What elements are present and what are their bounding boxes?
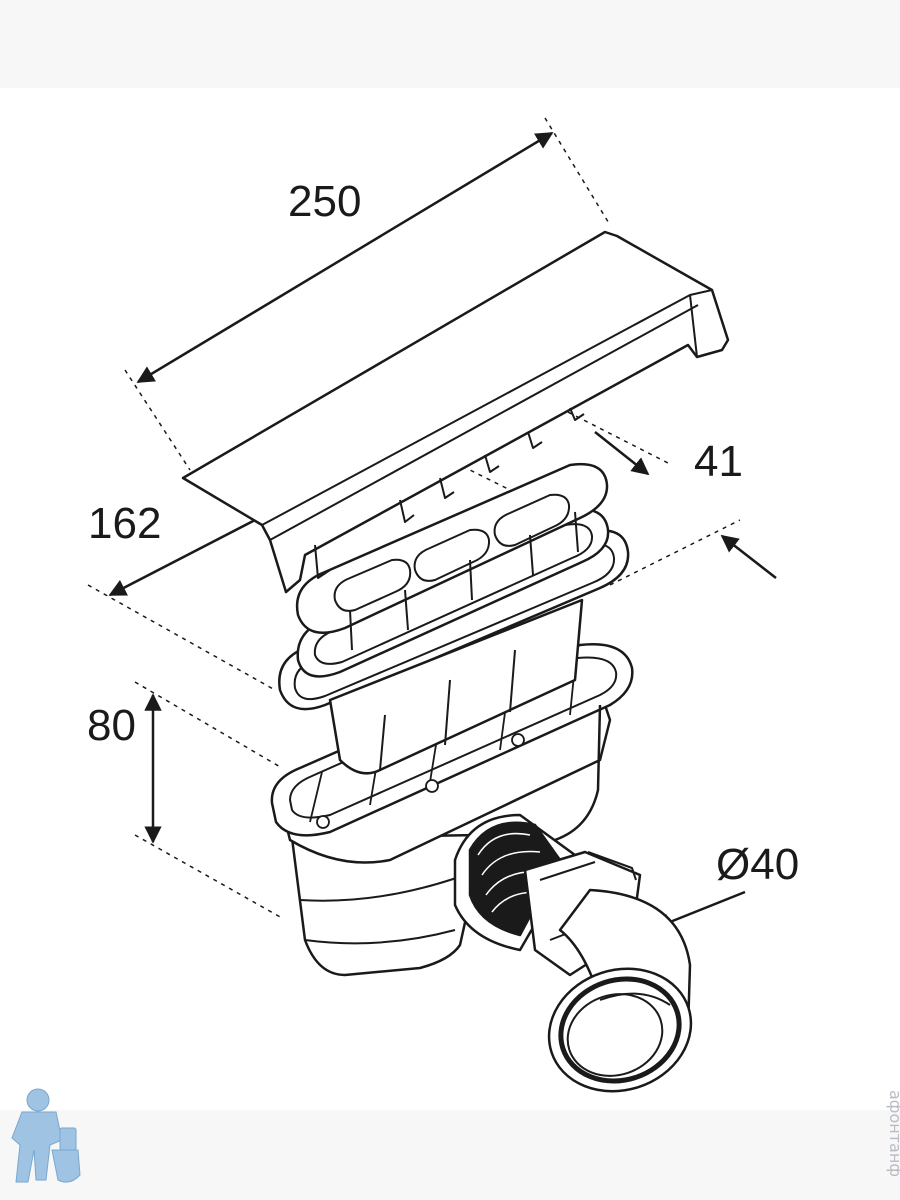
extension-line-height-top	[134, 681, 283, 769]
outlet-elbow	[453, 813, 693, 1093]
dimension-label-diameter: Ø40	[716, 840, 799, 889]
dimension-label-width: 162	[88, 499, 161, 548]
extension-line-depth-bottom	[609, 519, 741, 586]
strainer-insert	[278, 462, 630, 775]
cover-plate	[181, 230, 730, 594]
dimension-height	[134, 681, 283, 919]
dimension-label-height: 80	[87, 701, 136, 750]
dimension-line-depth-out	[720, 534, 777, 579]
top-band	[0, 0, 900, 88]
dimension-line-depth-in	[594, 431, 650, 476]
bottom-band	[0, 1110, 900, 1200]
extension-line-height-bottom	[134, 834, 283, 919]
plumber-mascot-logo	[11, 1088, 81, 1183]
trap-bowl	[290, 833, 482, 977]
dimension-label-depth: 41	[694, 437, 743, 486]
grate-frame	[295, 462, 609, 634]
dimension-line-length	[136, 131, 554, 384]
extension-line-length-right	[544, 117, 611, 226]
extension-line-depth-top	[559, 407, 669, 464]
extension-line-length-left	[124, 369, 191, 471]
extension-line-width-lower	[87, 584, 276, 691]
watermark-text: афонтанф	[886, 1090, 900, 1177]
dimension-label-length: 250	[288, 177, 361, 226]
